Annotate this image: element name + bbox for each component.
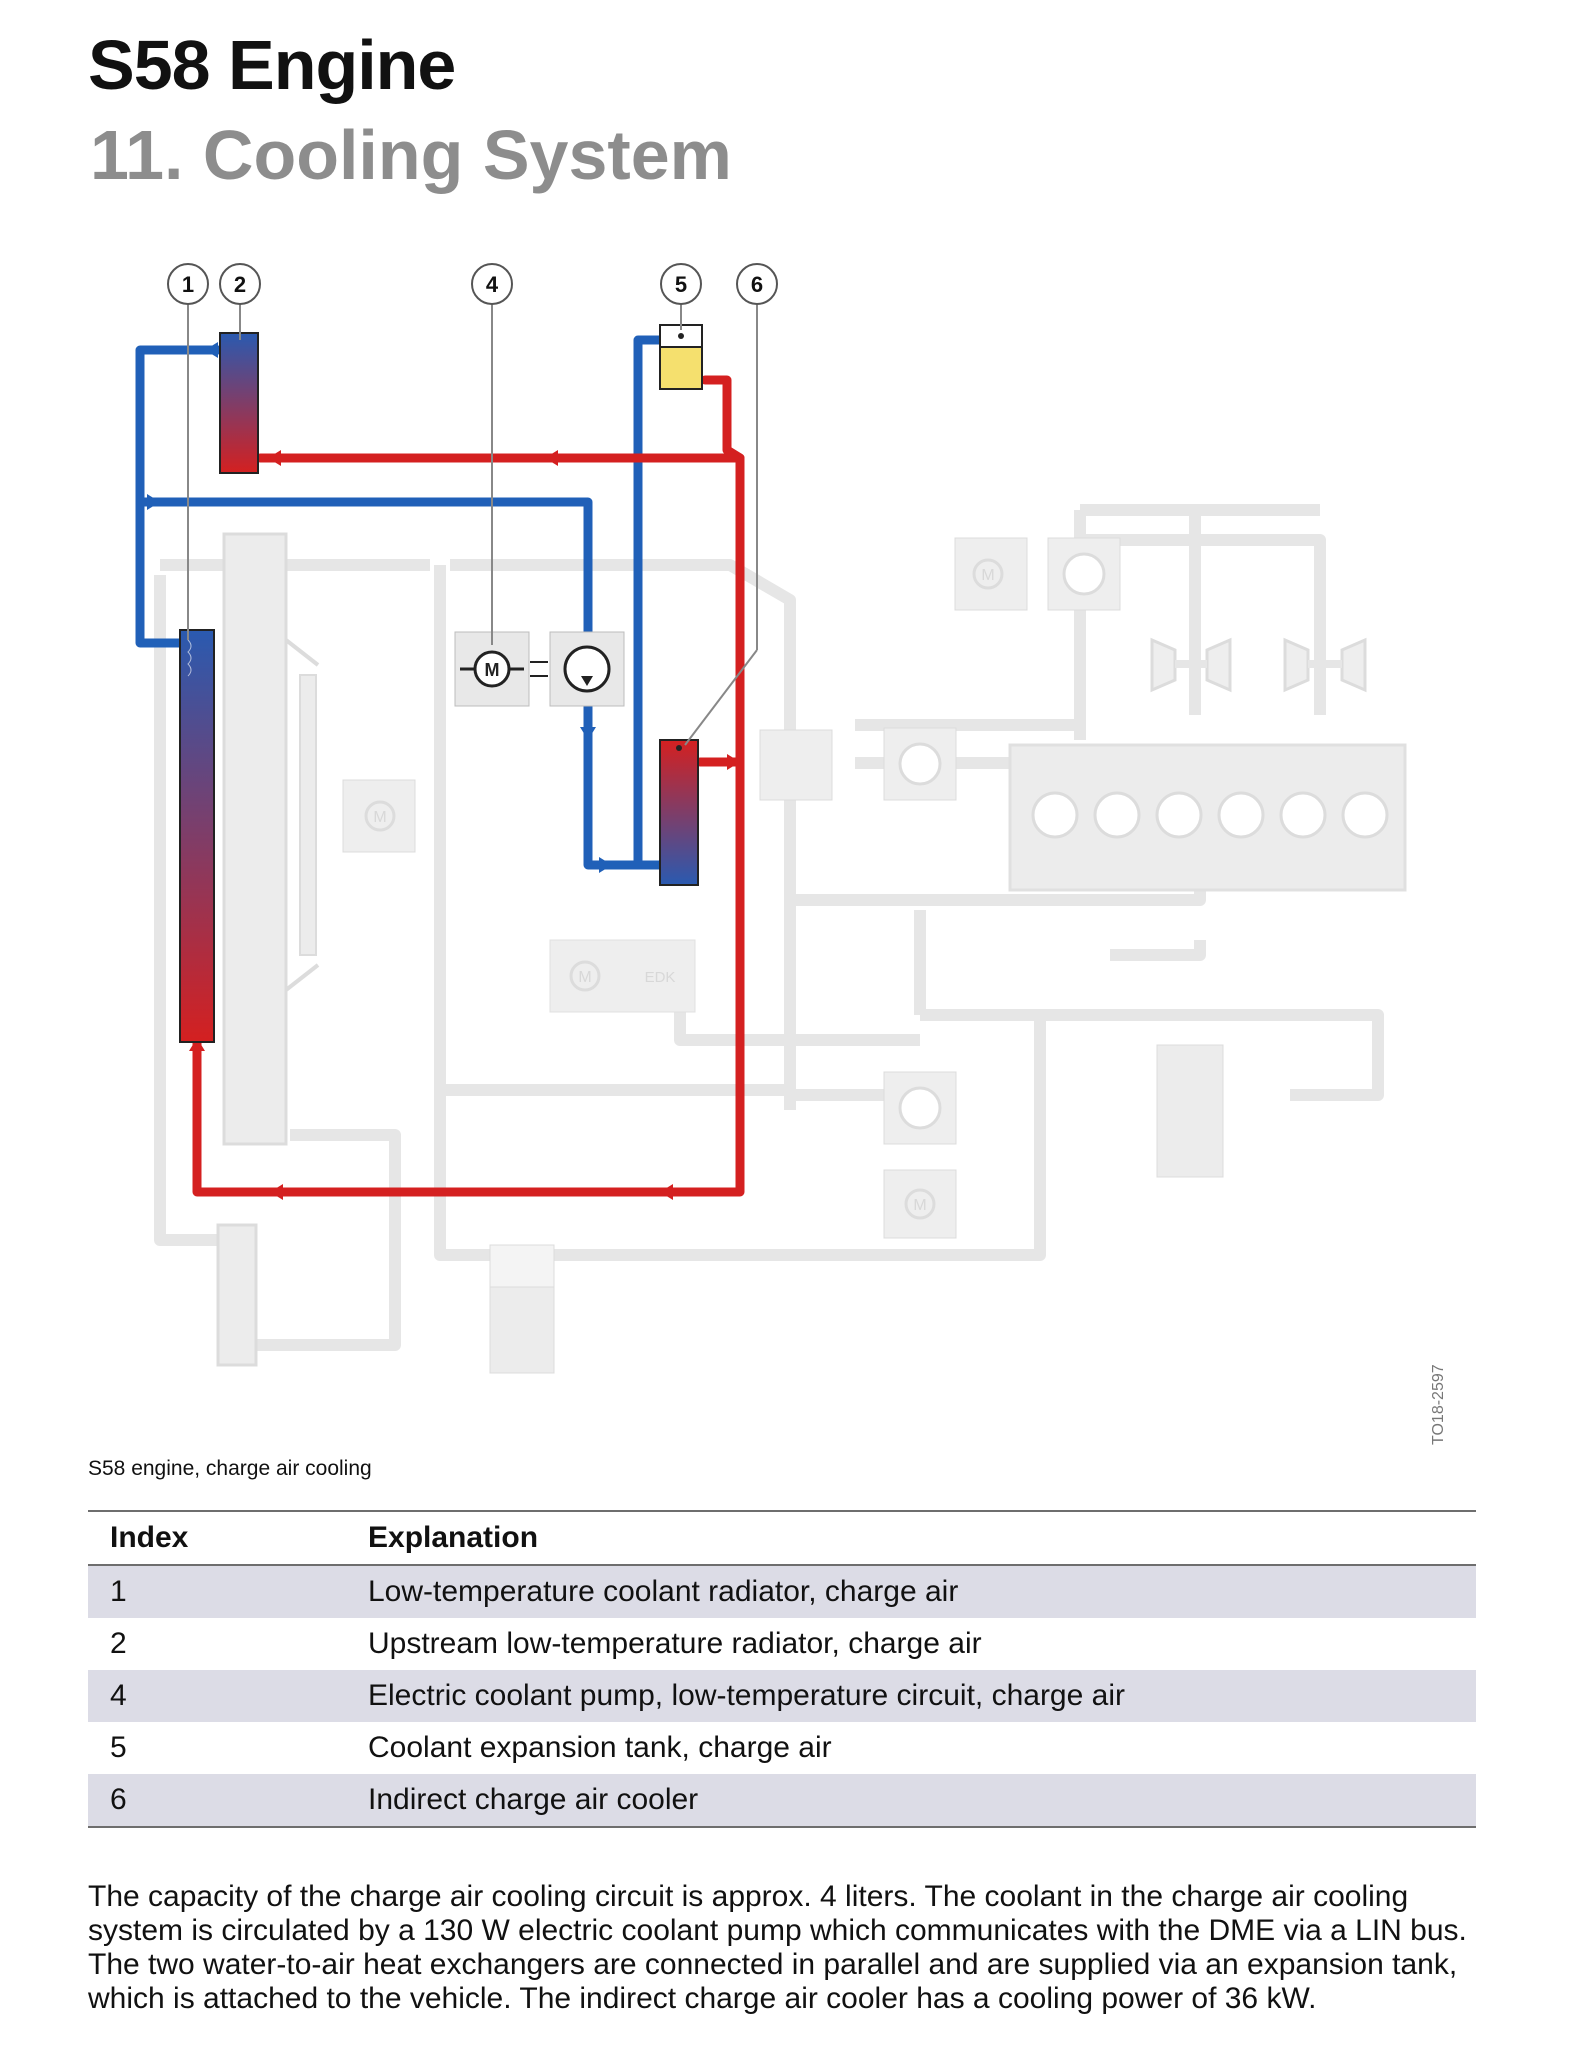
engine-radiator xyxy=(222,532,288,1146)
cooling-system-diagram: M M EDK M M xyxy=(135,263,1407,1374)
table-row: 5 Coolant expansion tank, charge air xyxy=(88,1722,1476,1774)
throttle-label: EDK xyxy=(645,969,676,986)
row-index: 5 xyxy=(110,1731,127,1764)
row-index: 2 xyxy=(110,1627,127,1660)
pump-icon xyxy=(549,631,625,707)
callout-leaders xyxy=(187,302,758,746)
callout-5: 5 xyxy=(675,272,687,297)
table-row: 4 Electric coolant pump, low-temperature… xyxy=(88,1670,1476,1722)
figure-caption: S58 engine, charge air cooling xyxy=(88,1457,372,1480)
throttle-box xyxy=(549,939,696,1013)
table-row: 2 Upstream low-temperature radiator, cha… xyxy=(88,1618,1476,1670)
fan-motor xyxy=(342,779,416,853)
header-explanation: Explanation xyxy=(368,1521,539,1554)
table-header: Index Explanation xyxy=(88,1512,1476,1566)
callout-2: 2 xyxy=(234,272,246,297)
section-title: 11. Cooling System xyxy=(90,116,732,194)
table-row: 6 Indirect charge air cooler xyxy=(88,1774,1476,1826)
radiator-icon xyxy=(179,629,215,1043)
figure-id: TO18-2597 xyxy=(1430,1364,1447,1445)
engine-motor-label-1: M xyxy=(981,567,994,584)
row-index: 1 xyxy=(110,1575,127,1608)
motor-icon: M xyxy=(454,631,548,707)
row-index: 6 xyxy=(110,1783,127,1816)
background-engine-circuit xyxy=(154,504,1384,1351)
row-explanation: Electric coolant pump, low-temperature c… xyxy=(368,1679,1125,1712)
row-explanation: Coolant expansion tank, charge air xyxy=(368,1731,832,1764)
expansion-tank-icon xyxy=(659,324,703,390)
index-table: Index Explanation 1 Low-temperature cool… xyxy=(88,1510,1476,1828)
aux-radiator xyxy=(216,1223,258,1367)
row-explanation: Low-temperature coolant radiator, charge… xyxy=(368,1575,959,1608)
flow-arrows xyxy=(147,342,740,1200)
row-explanation: Upstream low-temperature radiator, charg… xyxy=(368,1627,982,1660)
callout-1: 1 xyxy=(182,272,194,297)
callouts: 1 2 4 5 6 xyxy=(167,263,778,305)
charge-air-cooler-icon xyxy=(659,739,699,886)
callout-6: 6 xyxy=(751,272,763,297)
page-title: S58 Engine xyxy=(88,26,456,104)
engine-motor-label-2: M xyxy=(913,1197,926,1214)
upstream-radiator-icon xyxy=(219,332,259,474)
pump-motor-label: M xyxy=(485,660,500,680)
background-components: M M EDK M M xyxy=(216,532,1407,1374)
fan-motor-label: M xyxy=(373,809,386,826)
table-row: 1 Low-temperature coolant radiator, char… xyxy=(88,1566,1476,1618)
callout-4: 4 xyxy=(486,272,499,297)
throttle-motor-label: M xyxy=(578,969,591,986)
header-index: Index xyxy=(110,1521,189,1554)
row-index: 4 xyxy=(110,1679,127,1712)
body-paragraph: The capacity of the charge air cooling c… xyxy=(88,1880,1467,2015)
row-explanation: Indirect charge air cooler xyxy=(368,1783,699,1816)
